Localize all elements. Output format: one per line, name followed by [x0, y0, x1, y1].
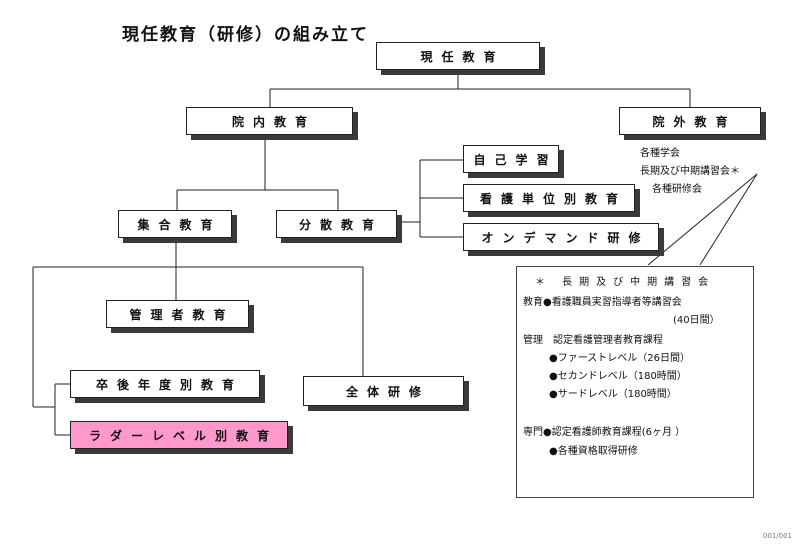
- page-number: 001/001: [762, 532, 792, 540]
- node-post-graduate-education: 卒後年度別教育: [70, 370, 260, 398]
- node-distributed-education: 分散教育: [276, 210, 397, 238]
- detail-line: 教育●看護職員実習指導者等講習会: [523, 297, 682, 308]
- detail-line: ●セカンドレベル（180時間）: [549, 371, 687, 382]
- detail-line: 管理 認定看護管理者教育課程: [523, 335, 663, 346]
- long-course-detail-panel: ＊ 長期及び中期講習会 教育●看護職員実習指導者等講習会 (40日間） 管理 認…: [516, 266, 754, 498]
- detail-line: 専門●認定看護師教育課程(6ヶ月 ）: [523, 427, 686, 438]
- detail-line: ●各種資格取得研修: [549, 446, 638, 457]
- detail-title: ＊ 長期及び中期講習会: [535, 277, 716, 288]
- external-note-long-courses: 長期及び中期講習会＊: [640, 166, 740, 177]
- detail-line: ●サードレベル（180時間）: [549, 389, 677, 400]
- external-note-societies: 各種学会: [640, 148, 680, 159]
- node-manager-education: 管理者教育: [106, 300, 249, 328]
- external-note-seminars: 各種研修会: [652, 184, 702, 195]
- node-root-current-education: 現任教育: [376, 42, 540, 70]
- node-internal-education: 院内教育: [186, 107, 353, 135]
- node-ladder-level-education: ラダーレベル別教育: [70, 421, 288, 449]
- node-on-demand-training: オンデマンド研修: [463, 223, 659, 251]
- detail-line: (40日間）: [673, 315, 720, 326]
- page-title: 現任教育（研修）の組み立て: [122, 25, 369, 45]
- node-all-staff-training: 全体研修: [303, 376, 464, 406]
- node-collective-education: 集合教育: [118, 210, 232, 238]
- node-external-education: 院外教育: [619, 107, 761, 135]
- node-self-study: 自己学習: [463, 145, 559, 173]
- node-unit-education: 看護単位別教育: [463, 184, 635, 212]
- detail-line: ●ファーストレベル（26日間）: [549, 353, 690, 364]
